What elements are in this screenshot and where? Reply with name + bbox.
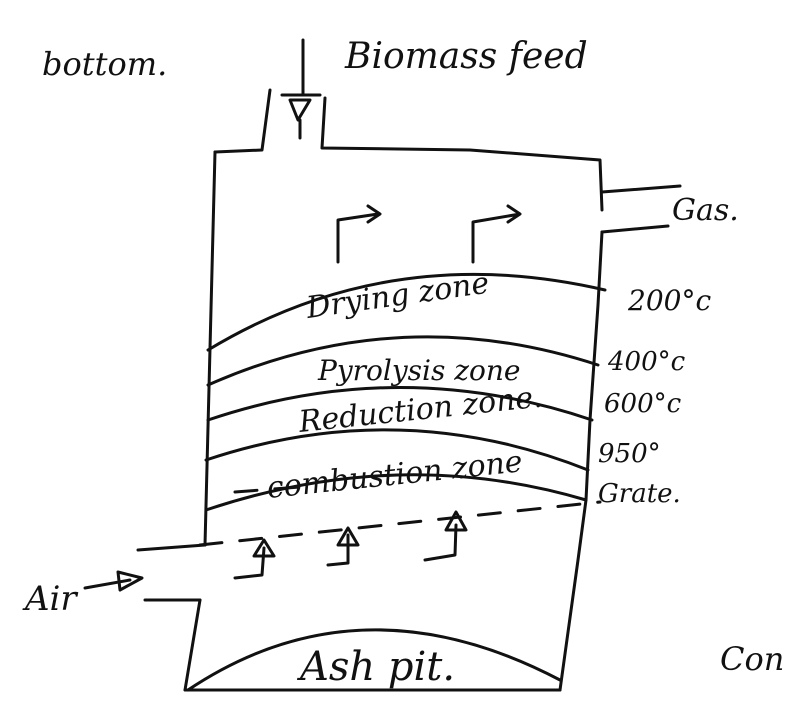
gas-label: Gas. <box>672 193 739 228</box>
ash-pit-label: Ash pit. <box>296 644 455 690</box>
grate-label: Grate. <box>598 479 681 509</box>
air-arrow-2 <box>328 528 358 565</box>
flow-arrow-left <box>338 206 380 262</box>
temp-drying: 200°c <box>627 284 711 317</box>
gas-outlet <box>602 186 680 232</box>
air-arrow-1 <box>235 540 274 578</box>
biomass-feed-label: Biomass feed <box>344 36 588 77</box>
flow-arrow-right <box>473 206 520 262</box>
feed-valve-icon <box>290 100 310 138</box>
combustion-zone-label: combustion zone <box>265 444 524 506</box>
pyrolysis-zone-label: Pyrolysis zone <box>317 354 520 387</box>
air-label: Air <box>22 579 78 619</box>
vessel-left-wall <box>185 152 215 690</box>
temp-combustion: 950° <box>598 439 661 469</box>
drying-zone-label: Drying zone <box>303 266 491 326</box>
temp-pyrolysis: 400°c <box>607 347 686 377</box>
air-inlet <box>85 545 205 600</box>
grate-line <box>200 502 600 545</box>
corner-label-bottom: Con <box>720 640 784 678</box>
temp-reduction: 600°c <box>604 389 682 419</box>
corner-label-top: bottom. <box>42 45 167 83</box>
